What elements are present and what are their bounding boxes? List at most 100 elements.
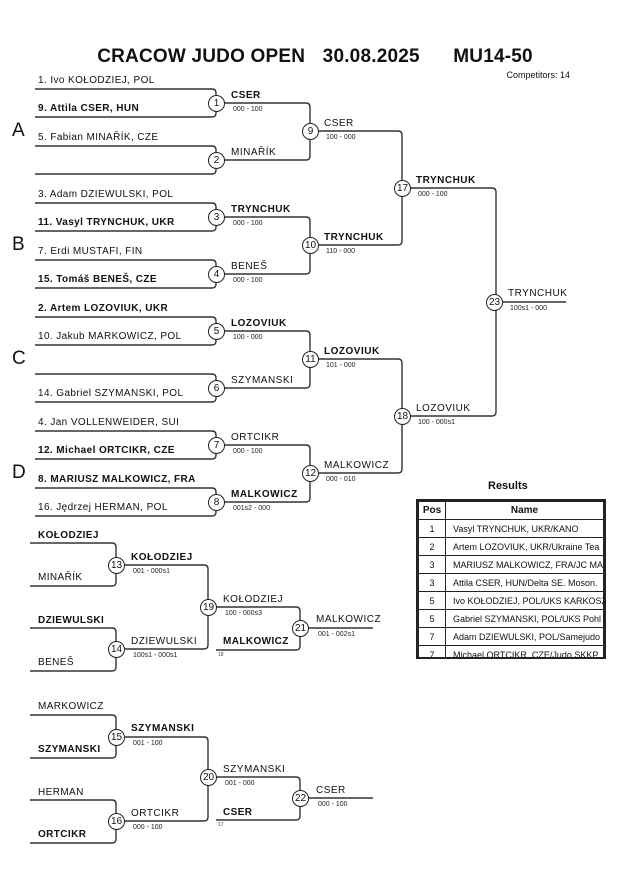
match-winner: ORTCIKR	[131, 808, 180, 819]
match-winner: LOZOVIUK	[416, 403, 471, 414]
match-number-2[interactable]: 2	[208, 152, 225, 169]
match-number-18[interactable]: 18	[394, 408, 411, 425]
match-winner: MINAŘÍK	[231, 147, 277, 158]
entrant-name: 14. Gabriel SZYMANSKI, POL	[38, 388, 184, 399]
results-name: Adam DZIEWULSKI, POL/Samejudo	[445, 627, 604, 646]
match-winner: MALKOWICZ	[231, 489, 298, 500]
match-number-9[interactable]: 9	[302, 123, 319, 140]
results-name: MARIUSZ MALKOWICZ, FRA/JC MA	[445, 555, 604, 574]
match-winner: SZYMANSKI	[231, 375, 294, 386]
entrant-name: 16. Jędrzej HERMAN, POL	[38, 502, 168, 513]
match-score: 100 - 000s3	[225, 610, 262, 617]
match-winner: TRYNCHUK	[324, 232, 384, 243]
results-name: Artem LOZOVIUK, UKR/Ukraine Tea	[445, 537, 604, 556]
match-winner: KOŁODZIEJ	[223, 594, 284, 605]
match-number-21[interactable]: 21	[292, 620, 309, 637]
results-pos: 3	[418, 555, 446, 574]
match-score: 001 - 002s1	[318, 631, 355, 638]
match-winner: LOZOVIUK	[231, 318, 287, 329]
results-name: Gabriel SZYMANSKI, POL/UKS Pohl	[445, 609, 604, 628]
results-pos: 7	[418, 627, 446, 646]
repechage-name: MINAŘÍK	[38, 572, 83, 583]
match-score: 001 - 000s1	[133, 568, 170, 575]
source-match-ref: 17	[218, 822, 224, 828]
match-winner: SZYMANSKI	[223, 764, 286, 775]
results-name: Michael ORTCIKR, CZE/Judo SKKP	[445, 645, 604, 657]
match-score: 000 - 100	[418, 191, 448, 198]
bracket-line	[318, 130, 403, 246]
results-title: Results	[488, 480, 528, 492]
match-number-3[interactable]: 3	[208, 209, 225, 226]
results-header-name: Name	[445, 501, 604, 520]
pool-label-b: B	[12, 234, 25, 255]
match-winner: CSER	[231, 90, 261, 101]
match-number-4[interactable]: 4	[208, 266, 225, 283]
results-name: Vasyl TRYNCHUK, UKR/KANO	[445, 519, 604, 538]
match-number-8[interactable]: 8	[208, 494, 225, 511]
match-number-13[interactable]: 13	[108, 557, 125, 574]
match-number-11[interactable]: 11	[302, 351, 319, 368]
repechage-name: MARKOWICZ	[38, 701, 104, 712]
results-pos: 3	[418, 573, 446, 592]
entrant-name: 9. Attila CSER, HUN	[38, 103, 140, 114]
source-match-ref: 18	[218, 652, 224, 658]
match-score: 000 - 100	[233, 220, 263, 227]
match-score: 000 - 100	[233, 448, 263, 455]
results-pos: 5	[418, 591, 446, 610]
repechage-name: BENEŠ	[38, 657, 74, 668]
pool-label-a: A	[12, 120, 25, 141]
match-number-1[interactable]: 1	[208, 95, 225, 112]
match-number-10[interactable]: 10	[302, 237, 319, 254]
match-winner: SZYMANSKI	[131, 723, 195, 734]
entrant-name: 5. Fabian MINAŘÍK, CZE	[38, 132, 159, 143]
results-header-pos: Pos	[418, 501, 446, 520]
entrant-name: 3. Adam DZIEWULSKI, POL	[38, 189, 174, 200]
match-score: 001s2 - 000	[233, 505, 270, 512]
match-number-5[interactable]: 5	[208, 323, 225, 340]
match-number-22[interactable]: 22	[292, 790, 309, 807]
repechage-name: SZYMANSKI	[38, 744, 101, 755]
competitors-count: Competitors: 14	[506, 70, 570, 80]
match-winner: LOZOVIUK	[324, 346, 380, 357]
match-winner: TRYNCHUK	[231, 204, 291, 215]
match-score: 000 - 100	[233, 106, 263, 113]
page-title: CRACOW JUDO OPEN 30.08.2025 MU14-50	[0, 46, 630, 68]
match-number-6[interactable]: 6	[208, 380, 225, 397]
repechage-name: HERMAN	[38, 787, 84, 798]
weight-category: MU14-50	[453, 46, 533, 67]
match-number-23[interactable]: 23	[486, 294, 503, 311]
match-score: 100s1 - 000s1	[133, 652, 178, 659]
bracket-line	[410, 187, 497, 417]
event-date: 30.08.2025	[322, 46, 420, 67]
match-number-12[interactable]: 12	[302, 465, 319, 482]
match-winner: CSER	[324, 118, 354, 129]
match-number-7[interactable]: 7	[208, 437, 225, 454]
match-number-14[interactable]: 14	[108, 641, 125, 658]
results-pos: 7	[418, 645, 446, 657]
match-number-16[interactable]: 16	[108, 813, 125, 830]
match-winner: MALKOWICZ	[324, 460, 390, 471]
match-number-19[interactable]: 19	[200, 599, 217, 616]
match-score: 100 - 000	[233, 334, 263, 341]
match-winner: ORTCIKR	[231, 432, 280, 443]
entrant-name: 15. Tomáš BENEŠ, CZE	[38, 274, 157, 285]
entrant-name: 11. Vasyl TRYNCHUK, UKR	[38, 217, 175, 228]
match-score: 110 - 000	[326, 248, 356, 255]
match-winner: DZIEWULSKI	[131, 636, 198, 647]
match-winner: TRYNCHUK	[416, 175, 476, 186]
match-score: 101 - 000	[326, 362, 356, 369]
match-number-20[interactable]: 20	[200, 769, 217, 786]
match-score: 100 - 000s1	[418, 419, 455, 426]
match-number-15[interactable]: 15	[108, 729, 125, 746]
event-name: CRACOW JUDO OPEN	[97, 46, 306, 67]
match-score: 000 - 100	[133, 824, 163, 831]
match-number-17[interactable]: 17	[394, 180, 411, 197]
match-winner: BENEŠ	[231, 261, 268, 272]
bracket-line	[35, 145, 217, 175]
